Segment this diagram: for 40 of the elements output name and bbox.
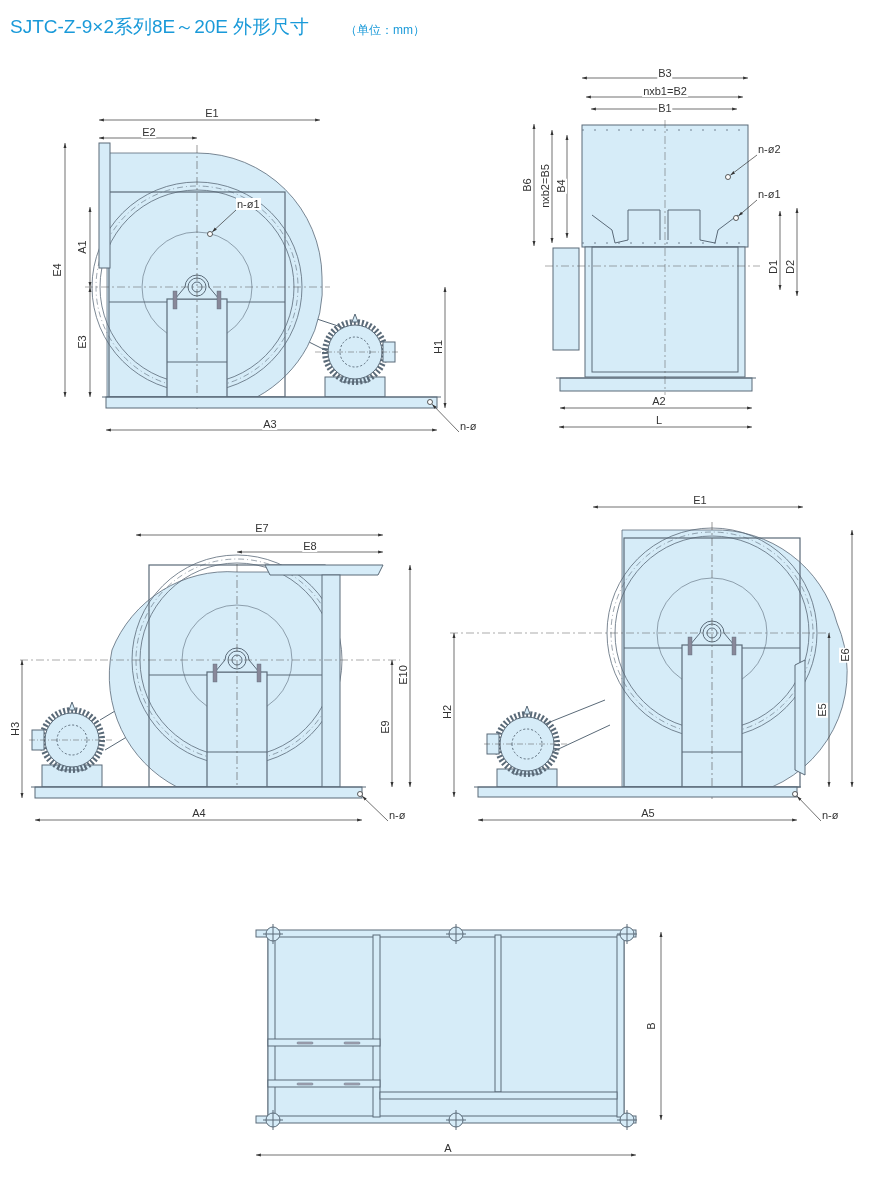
dimension-label: E9 [379,719,391,735]
dimension-label: A2 [651,395,667,407]
dimension-label: E6 [839,647,851,663]
bolt-hole [207,231,213,237]
leader-label: n-ø2 [757,143,782,155]
bolt-hole [725,174,731,180]
dimension-label: H3 [9,720,21,738]
dimension-label: E1 [692,494,708,506]
dimension-label: nxb2=B5 [539,163,551,209]
dimension-label: E1 [204,107,220,119]
leader-label: n-ø1 [236,198,261,210]
dimension-label: D2 [784,258,796,276]
dimension-label: B3 [657,67,673,79]
bolt-hole [792,791,798,797]
dimension-label: L [654,414,664,426]
dimension-label: A [443,1142,453,1154]
dimension-label: B1 [657,102,673,114]
dimension-label: E5 [816,702,828,718]
dimension-label: A3 [262,418,278,430]
leader-label: n-ø1 [757,188,782,200]
dimension-label: E8 [302,540,318,552]
bolt-hole [427,399,433,405]
dimension-label: E7 [254,522,270,534]
dimension-label: A1 [76,239,88,255]
dimension-label: B6 [521,177,533,193]
dimension-label: nxb1=B2 [642,85,688,97]
dimension-label: B4 [555,178,567,194]
dimension-label: E10 [397,664,409,686]
dimension-label: A4 [191,807,207,819]
dimension-label: E4 [51,262,63,278]
bolt-hole [357,791,363,797]
dimension-label: B [645,1021,657,1031]
dimension-label: D1 [767,258,779,276]
bolt-hole [733,215,739,221]
dimension-label: H2 [441,703,453,721]
dimension-label: E2 [141,126,157,138]
dimension-label: A5 [640,807,656,819]
dimension-label: E3 [76,334,88,350]
diagram-title: SJTC-Z-9×2系列8E～20E 外形尺寸 [10,15,310,39]
dimension-label: H1 [432,338,444,356]
